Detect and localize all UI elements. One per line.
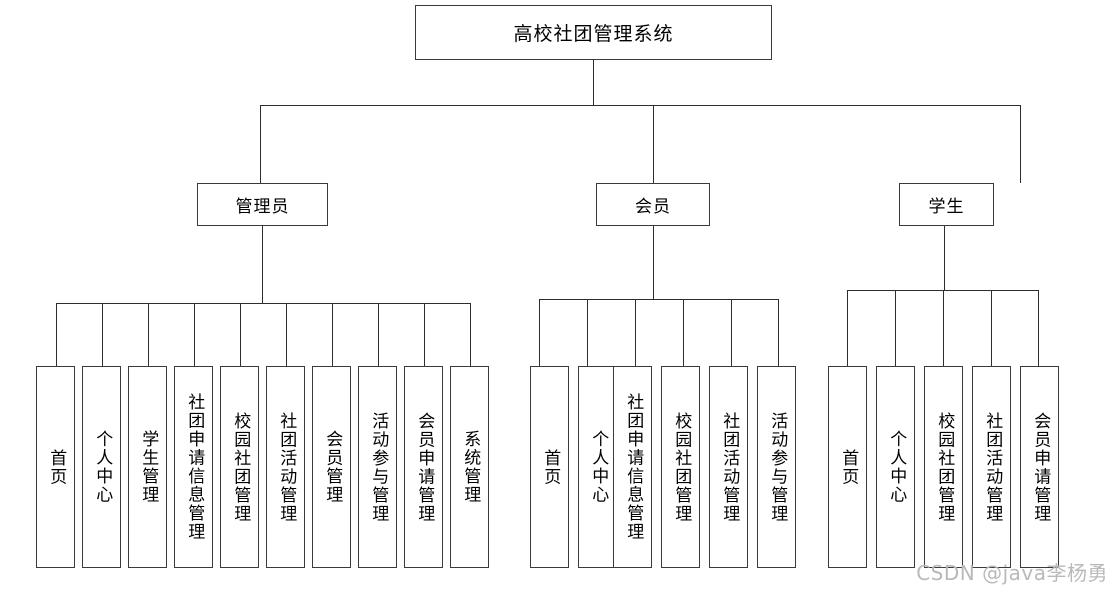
connector-admin-leaf-5 bbox=[286, 303, 287, 366]
connector-member-leaf-1 bbox=[587, 299, 588, 366]
leaf-member-3[interactable]: 校园社团管理 bbox=[661, 366, 700, 568]
node-role-student[interactable]: 学生 bbox=[899, 183, 994, 226]
connector-student-leaf-4 bbox=[1038, 290, 1039, 366]
leaf-admin-9[interactable]: 系统管理 bbox=[450, 366, 489, 568]
leaf-student-2-label: 校园社团管理 bbox=[934, 411, 955, 523]
leaf-admin-3[interactable]: 社团申请信息管理 bbox=[174, 366, 213, 568]
leaf-admin-9-label: 系统管理 bbox=[460, 430, 481, 504]
connector-bus-to-member bbox=[653, 105, 654, 183]
node-role-admin-label: 管理员 bbox=[235, 197, 290, 217]
connector-admin-leaf-9 bbox=[470, 303, 471, 366]
connector-member-bus bbox=[539, 299, 778, 300]
leaf-student-1-label: 个人中心 bbox=[886, 430, 907, 504]
leaf-student-0[interactable]: 首页 bbox=[828, 366, 867, 568]
connector-member-leaf-3 bbox=[683, 299, 684, 366]
connector-member-leaf-5 bbox=[778, 299, 779, 366]
leaf-student-0-label: 首页 bbox=[838, 448, 859, 486]
watermark: CSDN @java李杨勇 bbox=[916, 561, 1108, 585]
connector-member-leaf-4 bbox=[731, 299, 732, 366]
leaf-admin-0[interactable]: 首页 bbox=[36, 366, 75, 568]
leaf-member-5-label: 活动参与管理 bbox=[767, 411, 788, 523]
leaf-admin-4[interactable]: 校园社团管理 bbox=[220, 366, 259, 568]
node-role-member[interactable]: 会员 bbox=[596, 183, 710, 226]
connector-student-leaf-3 bbox=[991, 290, 992, 366]
connector-admin-stem bbox=[262, 226, 263, 303]
leaf-admin-1[interactable]: 个人中心 bbox=[82, 366, 121, 568]
leaf-admin-4-label: 校园社团管理 bbox=[230, 411, 251, 523]
leaf-member-2-label: 社团申请信息管理 bbox=[623, 393, 644, 541]
leaf-admin-2-label: 学生管理 bbox=[138, 430, 159, 504]
leaf-student-1[interactable]: 个人中心 bbox=[876, 366, 915, 568]
leaf-admin-2[interactable]: 学生管理 bbox=[128, 366, 167, 568]
connector-admin-leaf-6 bbox=[332, 303, 333, 366]
connector-admin-leaf-8 bbox=[424, 303, 425, 366]
leaf-member-1[interactable]: 个人中心 bbox=[578, 366, 617, 568]
node-root-label: 高校社团管理系统 bbox=[513, 23, 674, 45]
leaf-admin-7[interactable]: 活动参与管理 bbox=[358, 366, 397, 568]
leaf-member-0[interactable]: 首页 bbox=[530, 366, 569, 568]
leaf-admin-0-label: 首页 bbox=[46, 448, 67, 486]
leaf-member-4-label: 社团活动管理 bbox=[719, 411, 740, 523]
leaf-student-3-label: 社团活动管理 bbox=[982, 411, 1003, 523]
leaf-admin-3-label: 社团申请信息管理 bbox=[184, 393, 205, 541]
node-root[interactable]: 高校社团管理系统 bbox=[415, 5, 772, 60]
connector-student-leaf-2 bbox=[943, 290, 944, 366]
connector-admin-bus bbox=[56, 303, 471, 304]
leaf-admin-5-label: 社团活动管理 bbox=[276, 411, 297, 523]
connector-student-leaf-1 bbox=[895, 290, 896, 366]
leaf-member-1-label: 个人中心 bbox=[588, 430, 609, 504]
leaf-admin-6-label: 会员管理 bbox=[322, 430, 343, 504]
connector-bus-to-admin bbox=[260, 105, 261, 183]
leaf-student-3[interactable]: 社团活动管理 bbox=[972, 366, 1011, 568]
leaf-admin-7-label: 活动参与管理 bbox=[368, 411, 389, 523]
connector-student-leaf-0 bbox=[847, 290, 848, 366]
leaf-member-3-label: 校园社团管理 bbox=[671, 411, 692, 523]
leaf-admin-5[interactable]: 社团活动管理 bbox=[266, 366, 305, 568]
leaf-admin-1-label: 个人中心 bbox=[92, 430, 113, 504]
leaf-student-4-label: 会员申请管理 bbox=[1030, 411, 1051, 523]
connector-bus-to-student bbox=[1020, 105, 1021, 183]
leaf-student-4[interactable]: 会员申请管理 bbox=[1020, 366, 1059, 568]
node-role-member-label: 会员 bbox=[635, 197, 671, 217]
connector-member-stem bbox=[653, 226, 654, 299]
connector-admin-leaf-0 bbox=[56, 303, 57, 366]
connector-member-leaf-2 bbox=[635, 299, 636, 366]
leaf-admin-8-label: 会员申请管理 bbox=[414, 411, 435, 523]
node-role-student-label: 学生 bbox=[928, 197, 965, 217]
connector-admin-leaf-4 bbox=[240, 303, 241, 366]
connector-main-bus bbox=[260, 105, 1020, 106]
leaf-member-0-label: 首页 bbox=[540, 448, 561, 486]
connector-admin-leaf-1 bbox=[102, 303, 103, 366]
connector-admin-leaf-7 bbox=[378, 303, 379, 366]
leaf-member-4[interactable]: 社团活动管理 bbox=[709, 366, 748, 568]
connector-member-leaf-0 bbox=[539, 299, 540, 366]
connector-admin-leaf-2 bbox=[148, 303, 149, 366]
leaf-member-2[interactable]: 社团申请信息管理 bbox=[613, 366, 652, 568]
node-role-admin[interactable]: 管理员 bbox=[197, 183, 328, 226]
leaf-member-5[interactable]: 活动参与管理 bbox=[757, 366, 796, 568]
connector-student-stem bbox=[944, 226, 945, 290]
connector-admin-leaf-3 bbox=[194, 303, 195, 366]
leaf-admin-6[interactable]: 会员管理 bbox=[312, 366, 351, 568]
leaf-admin-8[interactable]: 会员申请管理 bbox=[404, 366, 443, 568]
connector-root-stem bbox=[593, 60, 594, 105]
leaf-student-2[interactable]: 校园社团管理 bbox=[924, 366, 963, 568]
